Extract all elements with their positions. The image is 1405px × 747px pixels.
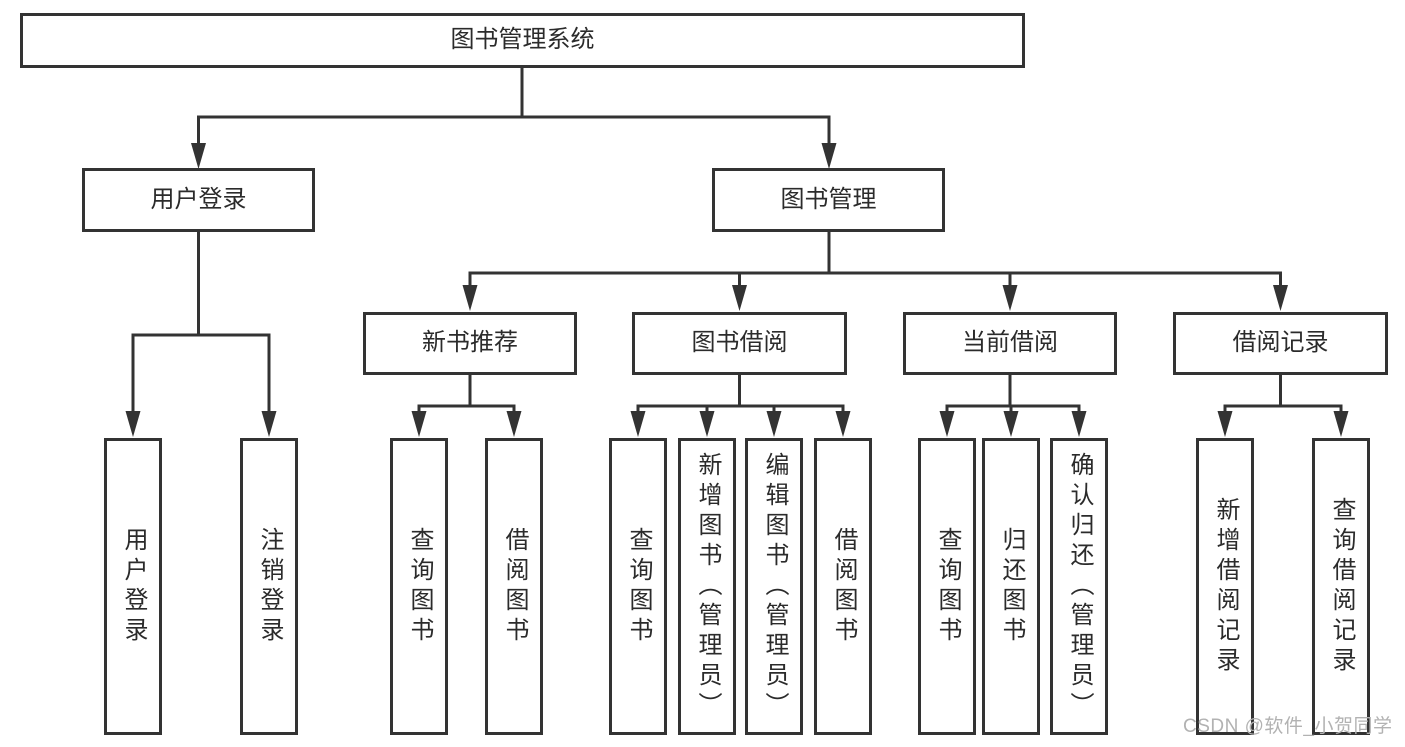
leaf-label: 查询图书 [406, 526, 433, 647]
leaf-query-borrow-record: 查询借阅记录 [1312, 438, 1370, 735]
node-current-borrow: 当前借阅 [903, 312, 1117, 375]
node-label: 借阅记录 [1232, 329, 1329, 357]
leaf-label: 新增借阅记录 [1212, 496, 1239, 677]
leaf-query-book: 查询图书 [918, 438, 976, 735]
node-label: 新书推荐 [422, 329, 518, 357]
leaf-add-borrow-record: 新增借阅记录 [1196, 438, 1254, 735]
leaf-return-book: 归还图书 [982, 438, 1040, 735]
node-borrow-records: 借阅记录 [1173, 312, 1388, 375]
leaf-label: 新增图书（管理员） [694, 451, 721, 722]
node-label: 图书管理 [780, 185, 877, 213]
leaf-label: 注销登录 [256, 526, 283, 647]
leaf-label: 查询图书 [625, 526, 652, 647]
node-root-label: 图书管理系统 [450, 26, 595, 54]
node-book-management: 图书管理 [712, 168, 945, 232]
node-new-book-recommend: 新书推荐 [363, 312, 577, 375]
leaf-user-login: 用户登录 [104, 438, 162, 735]
leaf-logout: 注销登录 [240, 438, 298, 735]
leaf-query-book: 查询图书 [609, 438, 667, 735]
leaf-borrow-book: 借阅图书 [485, 438, 543, 735]
leaf-label: 查询图书 [934, 526, 961, 647]
leaf-label: 归还图书 [998, 526, 1025, 647]
leaf-label: 编辑图书（管理员） [761, 451, 788, 722]
leaf-label: 确认归还（管理员） [1066, 451, 1093, 722]
leaf-label: 用户登录 [120, 526, 147, 647]
node-label: 图书借阅 [691, 329, 788, 357]
leaf-label: 查询借阅记录 [1328, 496, 1355, 677]
leaf-confirm-return-admin: 确认归还（管理员） [1050, 438, 1108, 735]
node-label: 用户登录 [150, 185, 247, 213]
node-book-borrow: 图书借阅 [632, 312, 847, 375]
node-root: 图书管理系统 [20, 13, 1025, 68]
leaf-edit-book-admin: 编辑图书（管理员） [745, 438, 803, 735]
leaf-borrow-book: 借阅图书 [814, 438, 872, 735]
leaf-label: 借阅图书 [501, 526, 528, 647]
leaf-add-book-admin: 新增图书（管理员） [678, 438, 736, 735]
leaf-query-book: 查询图书 [390, 438, 448, 735]
csdn-watermark: CSDN @软件_小贺同学 [1183, 716, 1393, 737]
leaf-label: 借阅图书 [830, 526, 857, 647]
node-user-login: 用户登录 [82, 168, 315, 232]
node-label: 当前借阅 [962, 329, 1058, 357]
